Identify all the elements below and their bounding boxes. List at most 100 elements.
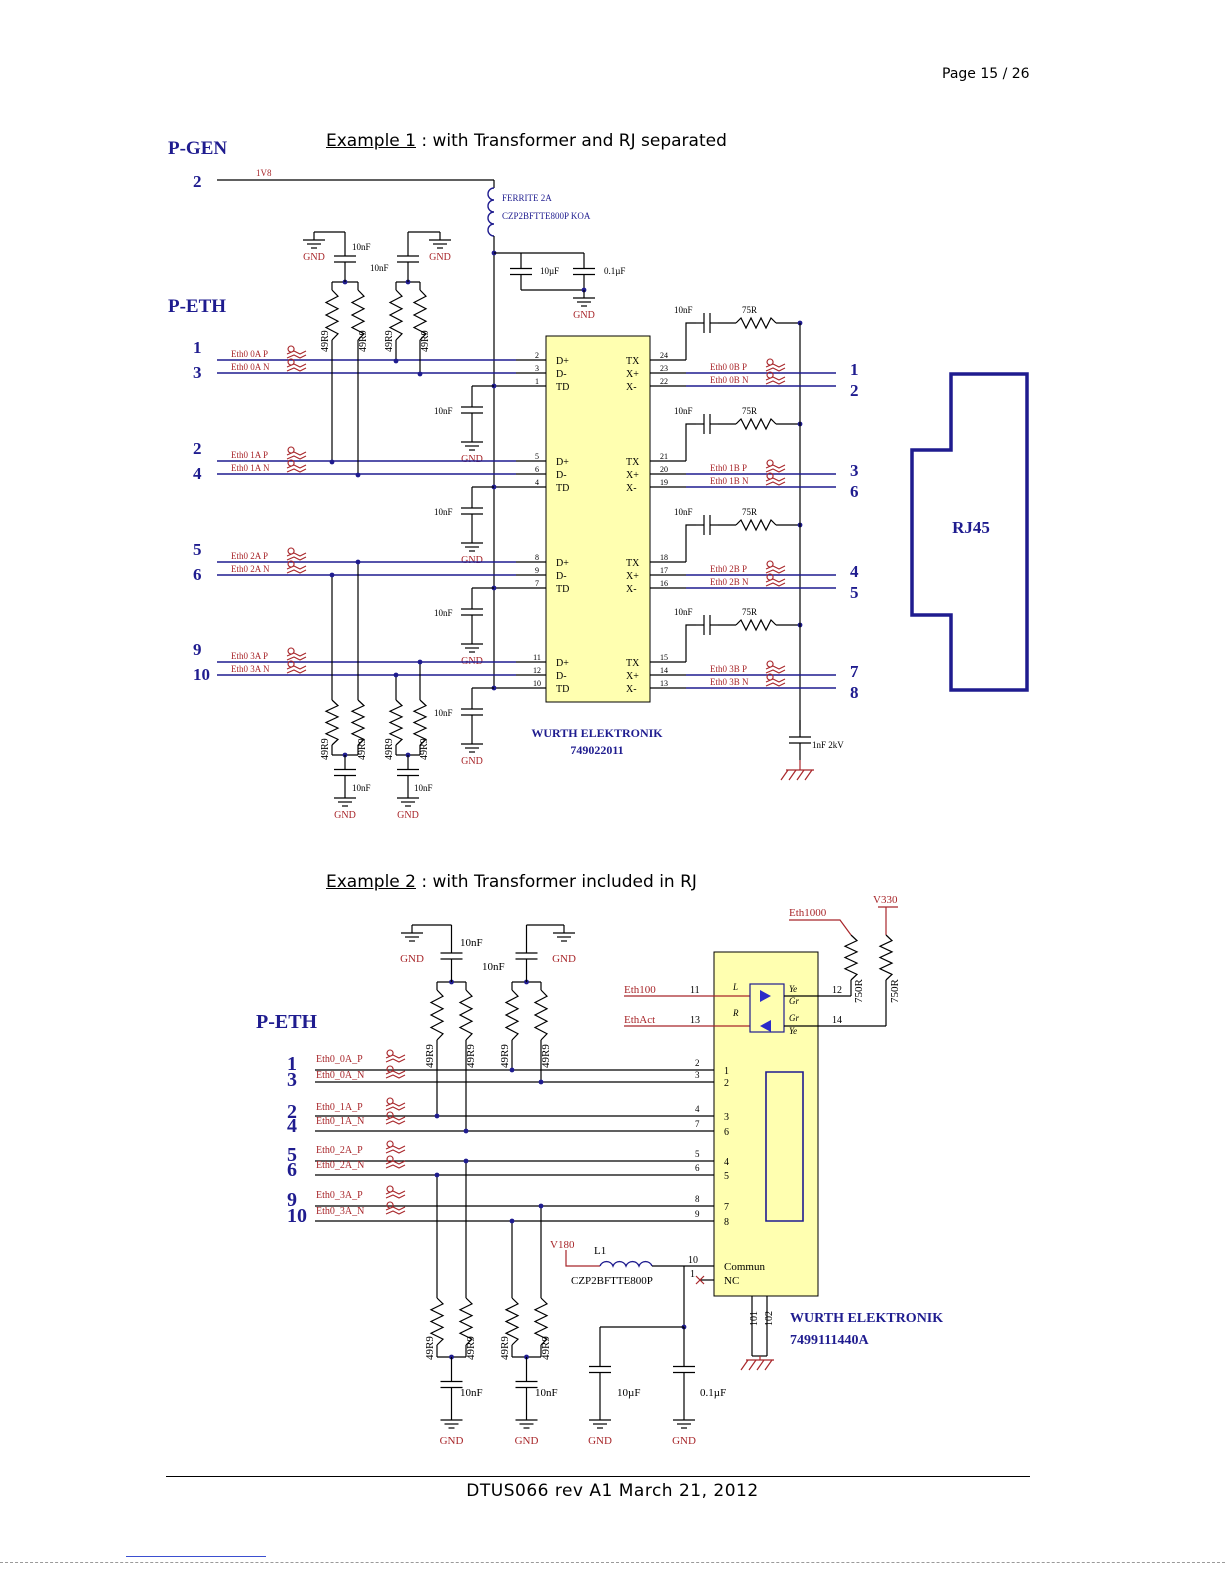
cap-label: 0.1µF	[700, 1387, 726, 1399]
cap-label: 10nF	[674, 305, 693, 315]
net-label: Eth0 0B N	[710, 375, 749, 385]
gnd-label: GND	[397, 810, 419, 821]
cap-label: 10nF	[674, 507, 693, 517]
example2-link[interactable]: Example 2	[326, 872, 416, 892]
net-label: Eth0 1A P	[231, 450, 268, 460]
gnd-label: GND	[461, 756, 483, 767]
transformer-pin-name: D-	[556, 369, 567, 380]
example1-caption: : with Transformer and RJ separated	[415, 131, 727, 151]
pin-number: 14	[660, 666, 668, 675]
net-port-icon	[286, 446, 307, 460]
resistor	[504, 1297, 520, 1346]
cap-label: 10nF	[535, 1387, 558, 1399]
resistor-label: 49R9	[320, 738, 331, 760]
pin-number: 9	[695, 1209, 700, 1219]
inductor-l1	[599, 1260, 653, 1268]
resistor	[878, 934, 894, 981]
pin-number: 6	[695, 1163, 700, 1173]
net-port-icon	[765, 660, 786, 674]
resistor	[735, 417, 777, 431]
connector-pin-number: 1	[287, 1053, 297, 1075]
net-port-icon	[385, 1185, 406, 1199]
rj45-label: RJ45	[952, 518, 990, 537]
chassis-ground-icon	[796, 769, 805, 781]
example2-caption: : with Transformer included in RJ	[415, 872, 697, 892]
cap-label: 1nF 2kV	[812, 740, 844, 750]
transformer-pin-name: D-	[556, 470, 567, 481]
transformer-pin-name: TD	[556, 684, 569, 695]
resistor	[324, 699, 340, 746]
resistor-label: 49R9	[357, 738, 368, 760]
junction-dot	[434, 1172, 440, 1178]
net-port-icon	[286, 560, 307, 574]
ferrite-inductor	[487, 187, 495, 237]
eth1000-label: Eth1000	[789, 907, 827, 919]
transformer-pin-name: TD	[556, 584, 569, 595]
net-port-icon	[765, 459, 786, 473]
pin-number: 19	[660, 478, 668, 487]
cap-label: 10nF	[460, 937, 483, 949]
transformer-pin-name: TX	[626, 658, 640, 669]
net-label: Eth0 0A N	[231, 362, 270, 372]
pin-number: 6	[535, 465, 539, 474]
led-net-label: Eth100	[624, 984, 656, 996]
v330-label: V330	[873, 894, 898, 906]
resistor-label: 75R	[742, 305, 757, 315]
net-label: Eth0_1A_N	[316, 1116, 364, 1127]
gnd-label: GND	[440, 1435, 464, 1447]
transformer-pin-name: TX	[626, 356, 640, 367]
common-label: Commun	[724, 1261, 765, 1273]
net-label: Eth0 0B P	[710, 362, 747, 372]
example1-link[interactable]: Example 1	[326, 131, 416, 151]
rj45-outline	[910, 372, 1029, 692]
junction-dot	[463, 1128, 469, 1134]
jack-pin-number: 3	[724, 1112, 729, 1123]
gnd-label: GND	[588, 1435, 612, 1447]
gnd-label: GND	[303, 252, 325, 263]
resistor	[324, 289, 340, 341]
junction-dot	[509, 1067, 515, 1073]
resistor	[429, 989, 445, 1041]
pin-number: 24	[660, 351, 668, 360]
gnd-label: GND	[672, 1435, 696, 1447]
transformer-pin-name: X-	[626, 382, 637, 393]
connector-pin-number: 6	[287, 1159, 297, 1181]
pin-number: 5	[695, 1149, 700, 1159]
pin-number: 17	[660, 566, 668, 575]
cap-label: 10µF	[540, 266, 559, 276]
pin-number: 2	[695, 1058, 700, 1068]
resistor-label: 49R9	[358, 330, 369, 352]
cap-label: 0.1µF	[604, 266, 625, 276]
cap-label: 10nF	[482, 961, 505, 973]
connector-pin-number: 6	[193, 565, 202, 584]
pin-number: 102	[764, 1311, 775, 1326]
resistor	[843, 934, 859, 981]
net-label: Eth0 2B N	[710, 577, 749, 587]
pin-number: 8	[695, 1194, 700, 1204]
net-port-icon	[765, 472, 786, 486]
connector-pin-number: 4	[193, 464, 202, 483]
connector-pin-number: 9	[287, 1189, 297, 1211]
resistor	[388, 699, 404, 746]
cap-label: 10nF	[370, 263, 389, 273]
v180-label: V180	[550, 1239, 575, 1251]
junction-dot	[434, 1113, 440, 1119]
transformer-pin-name: TX	[626, 558, 640, 569]
junction-dot	[355, 472, 361, 478]
net-port-icon	[385, 1201, 406, 1215]
footer-text: DTUS066 rev A1 March 21, 2012	[466, 1481, 759, 1501]
resistor-label: 49R9	[320, 330, 331, 352]
net-label: Eth0 3B P	[710, 664, 747, 674]
transformer-pin-name: D-	[556, 671, 567, 682]
pin-number: 4	[535, 478, 539, 487]
net-port-icon	[765, 673, 786, 687]
pin-number: 11	[533, 653, 541, 662]
pgen-pin: 2	[193, 172, 202, 191]
net-label: Eth0_1A_P	[316, 1102, 363, 1113]
connector-pin-number: 2	[850, 381, 859, 400]
net-port-icon	[286, 358, 307, 372]
chassis-ground-icon	[748, 1359, 757, 1371]
led-green-icon	[760, 1020, 771, 1032]
junction-dot	[509, 1218, 515, 1224]
resistor	[429, 1297, 445, 1346]
